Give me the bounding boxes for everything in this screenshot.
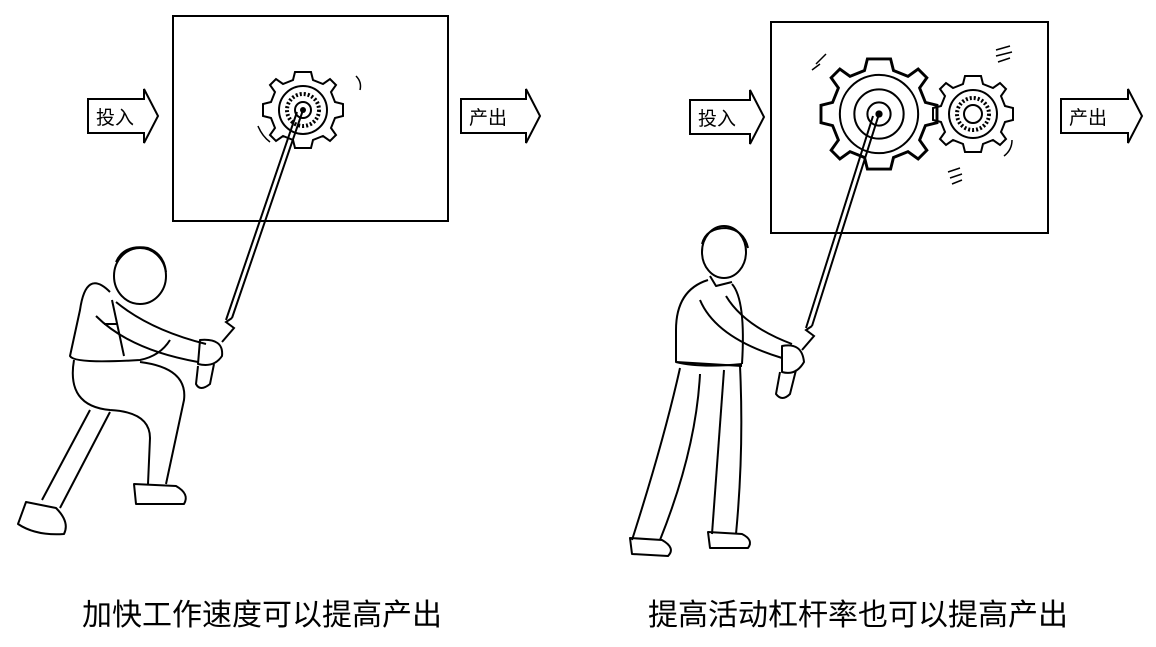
right-panel: 投入 产出 (629, 21, 1144, 557)
left-input-label: 投入 (96, 107, 134, 129)
left-input-arrow: 投入 (87, 88, 160, 144)
left-output-label: 产出 (469, 107, 507, 129)
left-caption: 加快工作速度可以提高产出 (82, 598, 442, 633)
right-input-label: 投入 (698, 108, 736, 130)
left-panel: 投入 产出 (17, 15, 542, 536)
right-output-arrow: 产出 (1060, 88, 1144, 144)
left-process-box (172, 15, 449, 222)
right-output-label: 产出 (1069, 107, 1107, 129)
right-process-box (770, 21, 1049, 234)
right-large-gear-icon (819, 57, 939, 171)
left-gear-icon (262, 71, 344, 149)
left-output-arrow: 产出 (460, 88, 542, 144)
right-small-gear-icon (932, 75, 1014, 153)
right-caption: 提高活动杠杆率也可以提高产出 (648, 598, 1068, 633)
right-worker-figure (629, 225, 805, 557)
right-input-arrow: 投入 (689, 89, 766, 145)
left-worker-figure (17, 246, 224, 536)
right-lever (805, 113, 880, 329)
left-lever (225, 109, 304, 321)
